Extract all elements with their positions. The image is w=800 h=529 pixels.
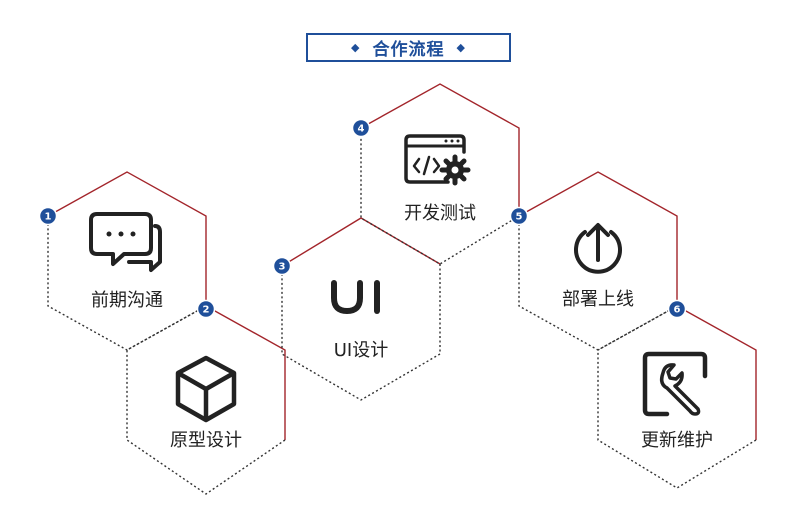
step-label-4: 开发测试 <box>404 203 476 224</box>
wrench-icon <box>642 351 708 417</box>
step-badge-3: 3 <box>272 256 292 276</box>
step-label-5: 部署上线 <box>562 289 634 310</box>
ui-letters-icon <box>331 280 380 315</box>
step-badge-2: 2 <box>196 299 216 319</box>
hexagon-outline-4 <box>360 83 520 265</box>
chat-bubbles-icon <box>89 212 162 272</box>
upload-circle-icon <box>574 223 622 274</box>
step-badge-5: 5 <box>509 206 529 226</box>
svg-text:3: 3 <box>279 262 286 273</box>
svg-text:5: 5 <box>516 212 523 223</box>
svg-text:4: 4 <box>358 124 365 135</box>
step-badge-4: 4 <box>351 118 371 138</box>
step-label-3: UI设计 <box>334 340 388 361</box>
code-window-gear-icon <box>404 134 471 186</box>
step-label-2: 原型设计 <box>170 430 242 451</box>
step-badge-1: 1 <box>38 206 58 226</box>
diamond-right-icon: ◆ <box>456 41 466 54</box>
svg-text:1: 1 <box>45 212 52 223</box>
page-title: 合作流程 <box>372 40 445 60</box>
hexagon-outline-1 <box>47 171 207 351</box>
step-badge-6: 6 <box>667 299 687 319</box>
step-label-1: 前期沟通 <box>91 290 163 311</box>
hexagon-outline-2 <box>126 305 286 495</box>
cube-icon <box>175 355 237 423</box>
step-label-6: 更新维护 <box>641 430 713 451</box>
diamond-left-icon: ◆ <box>351 41 361 54</box>
title-box: ◆ 合作流程 ◆ <box>306 33 511 62</box>
hexagon-outline-6 <box>597 305 757 489</box>
hexagon-outline-3 <box>281 217 441 401</box>
svg-text:6: 6 <box>674 305 681 316</box>
svg-text:2: 2 <box>203 305 210 316</box>
